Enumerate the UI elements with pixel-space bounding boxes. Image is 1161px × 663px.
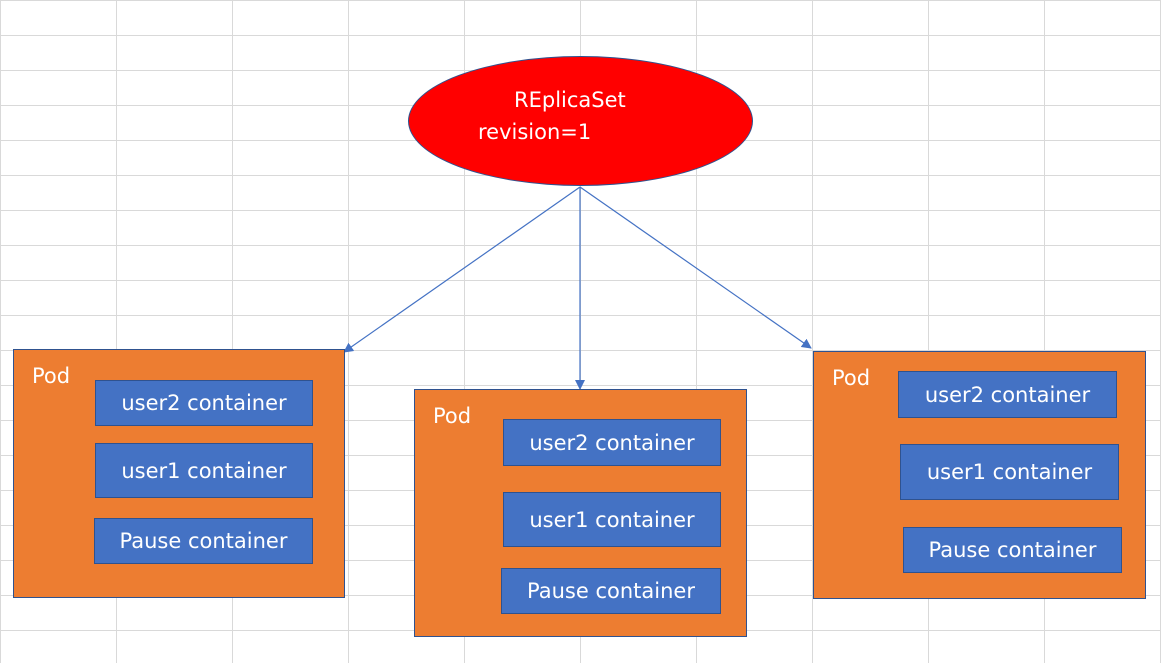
pod-3-label: Pod [832, 366, 871, 390]
pod-2-user1-container: user1 container [503, 492, 721, 547]
pod-2-label: Pod [433, 404, 472, 428]
pod-1-user1-container: user1 container [95, 443, 313, 498]
replicaset-title: REplicaSet [514, 88, 626, 112]
pod-2-user2-container: user2 container [503, 419, 721, 466]
replicaset-revision: revision=1 [478, 120, 592, 144]
replicaset-ellipse [408, 56, 753, 186]
pod-2-pause-container: Pause container [501, 568, 721, 614]
pod-1-pause-container: Pause container [94, 518, 313, 564]
pod-1-label: Pod [32, 364, 71, 388]
pod-3-user2-container: user2 container [898, 371, 1117, 418]
pod-1-user2-container: user2 container [95, 380, 313, 426]
arrow-to-pod-3 [579, 186, 812, 349]
pod-3-pause-container: Pause container [903, 527, 1122, 573]
pod-3-user1-container: user1 container [900, 444, 1119, 500]
arrow-to-pod-1 [343, 186, 581, 353]
